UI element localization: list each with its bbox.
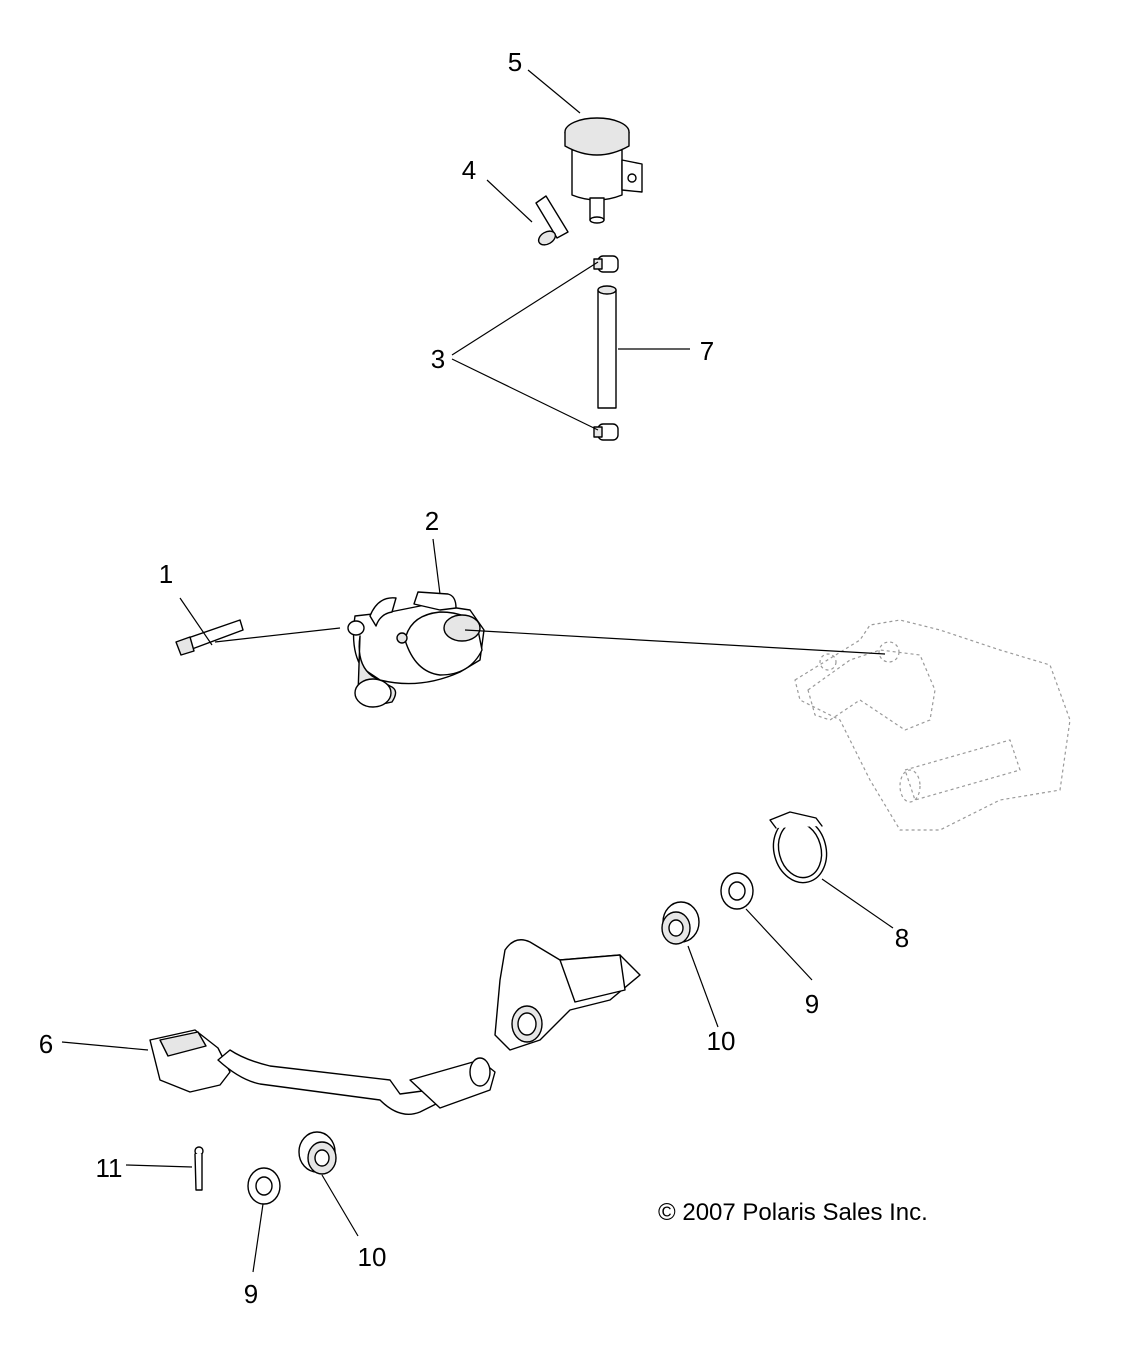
callout-3: 3 — [431, 344, 445, 374]
part-5-reservoir — [564, 117, 643, 224]
callout-8: 8 — [895, 923, 909, 953]
leader-8 — [821, 878, 894, 929]
leader-2-bracket — [464, 629, 886, 655]
callout-7: 7 — [700, 336, 714, 366]
part-9-washer-lower — [247, 1167, 281, 1205]
callout-6: 6 — [39, 1029, 53, 1059]
part-10-bushing-upper — [661, 901, 700, 945]
part-2-master-cylinder — [347, 591, 485, 708]
part-3-clamp-bottom — [593, 423, 619, 441]
leader-10-lower — [321, 1174, 359, 1237]
leader-6 — [61, 1041, 149, 1051]
leader-1 — [179, 597, 213, 646]
callout-10-lower: 10 — [358, 1242, 387, 1272]
leader-4 — [486, 179, 533, 223]
leader-9-upper — [745, 908, 813, 981]
part-3-clamp-top — [593, 255, 619, 273]
leader-5 — [527, 69, 581, 114]
leader-11 — [125, 1164, 193, 1168]
callout-9-lower: 9 — [244, 1279, 258, 1309]
callout-1: 1 — [159, 559, 173, 589]
copyright-notice: © 2007 Polaris Sales Inc. — [658, 1199, 928, 1226]
leader-1-bracket — [214, 627, 341, 643]
callout-4: 4 — [462, 155, 476, 185]
part-4-bolt — [535, 195, 569, 246]
leader-10-upper — [687, 945, 719, 1028]
callout-5: 5 — [508, 47, 522, 77]
callout-labels: 5 4 3 7 2 1 8 9 10 6 11 10 9 — [39, 47, 909, 1309]
callout-11: 11 — [96, 1153, 123, 1183]
callout-2: 2 — [425, 506, 439, 536]
leader-9-lower — [252, 1203, 264, 1273]
leader-3-top — [451, 261, 599, 356]
part-1-bolt — [175, 619, 244, 656]
callout-10-upper: 10 — [707, 1026, 736, 1056]
part-8-spring-clip — [769, 811, 828, 884]
part-10-bushing-lower — [298, 1131, 337, 1175]
part-7-hose — [597, 285, 617, 409]
part-9-washer-upper — [720, 872, 754, 910]
callout-9-upper: 9 — [805, 989, 819, 1019]
leader-3-bottom — [451, 358, 599, 431]
leader-lines — [61, 69, 894, 1273]
part-6-brake-pedal — [149, 939, 641, 1115]
part-11-cotter-pin — [194, 1146, 204, 1191]
leader-2 — [432, 538, 441, 595]
